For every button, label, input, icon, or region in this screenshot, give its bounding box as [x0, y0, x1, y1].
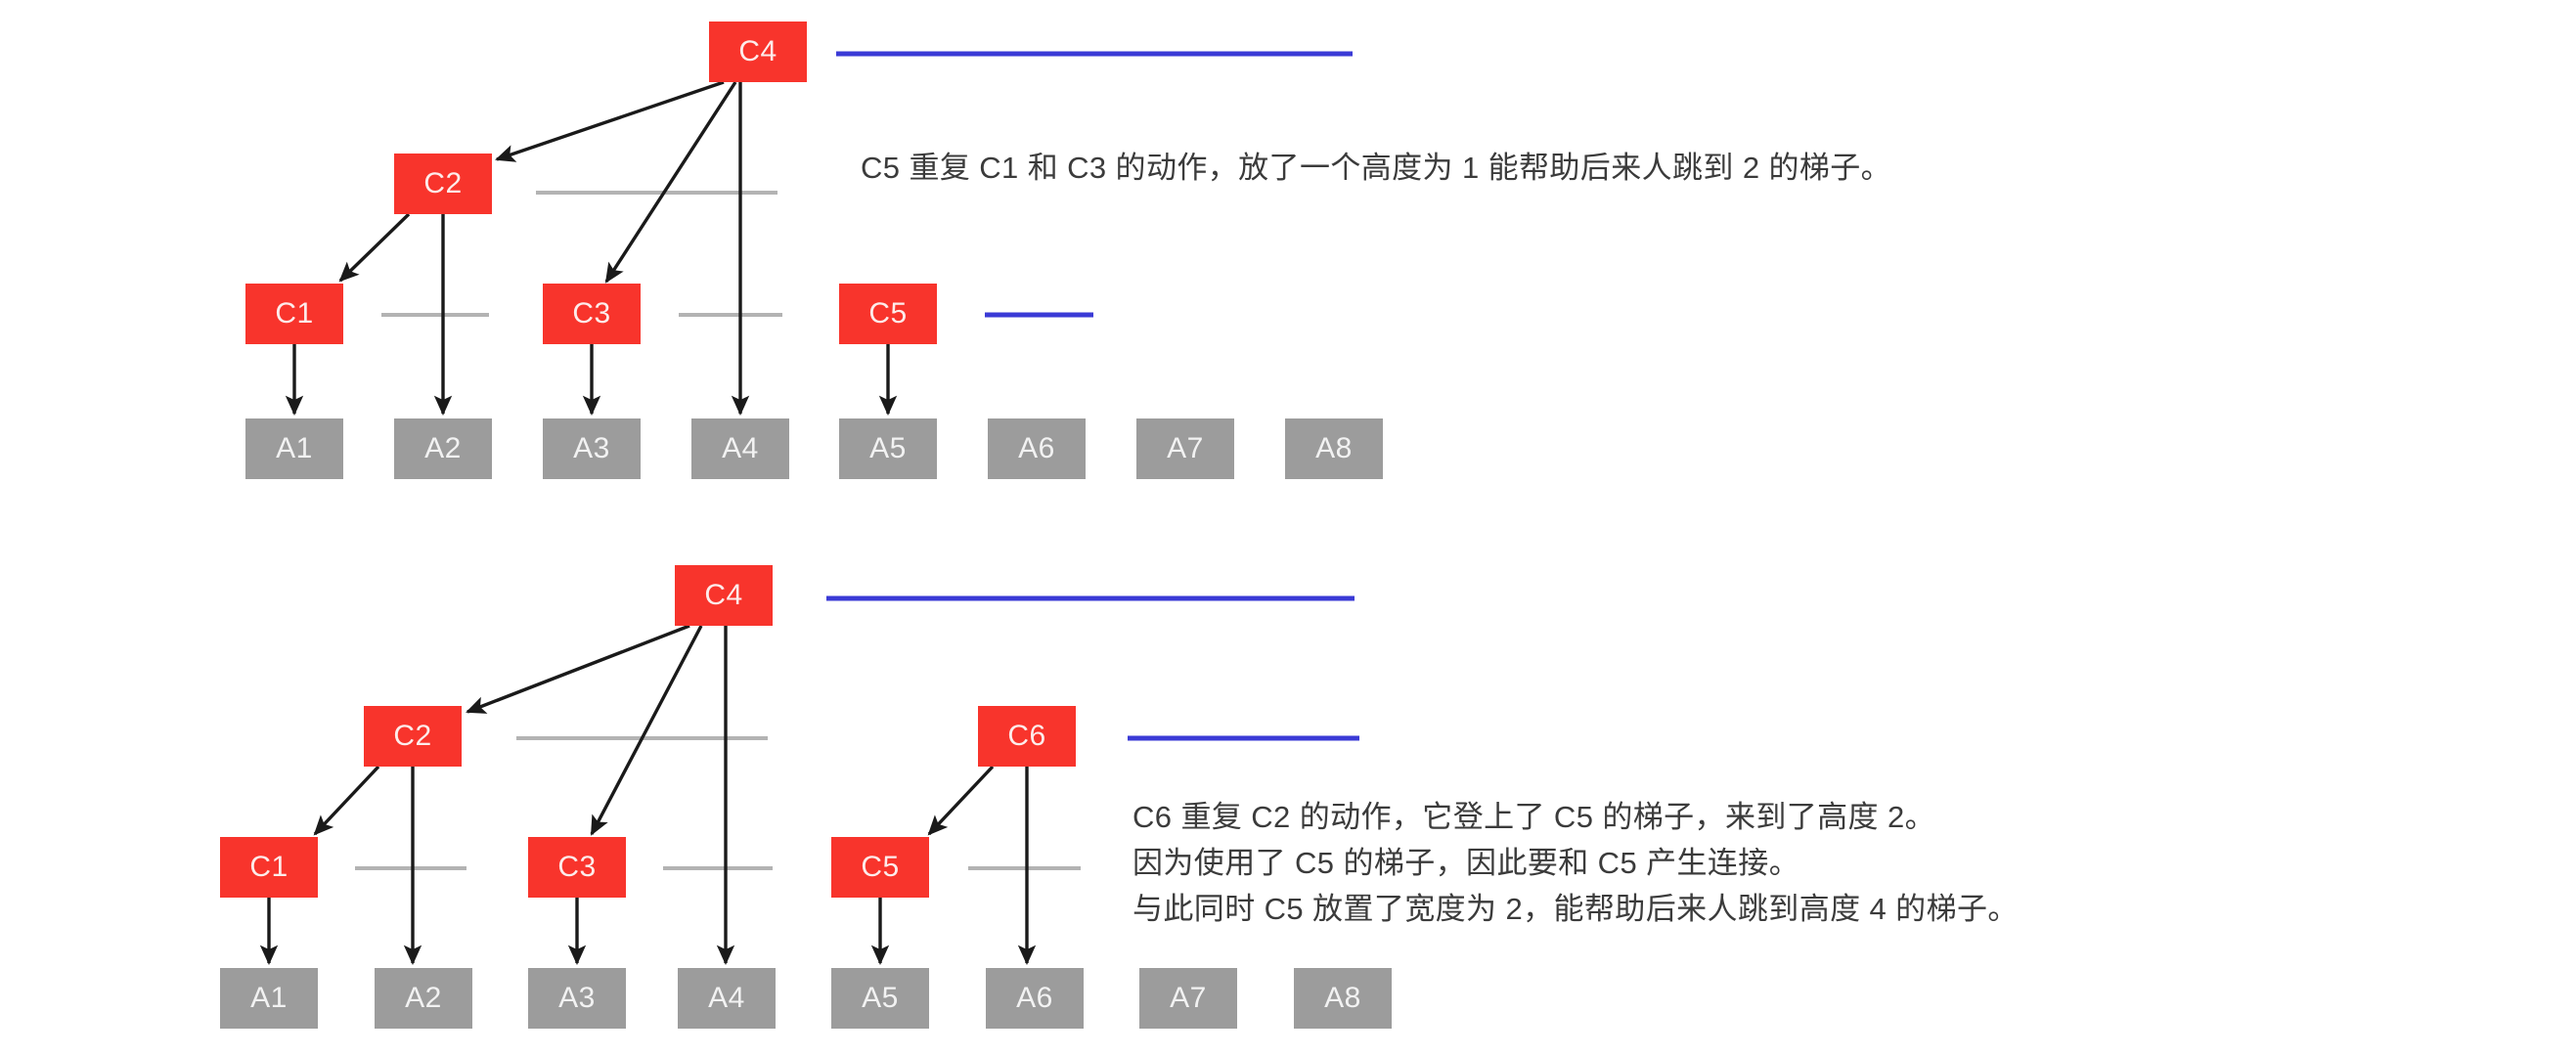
c-node-rect-C4-bottom	[675, 565, 773, 626]
a-node-rect-A1-top	[245, 418, 343, 479]
c-node-label-C2-bottom: C2	[393, 720, 431, 752]
c-node-C1-bottom: C1	[220, 837, 318, 898]
c-node-rect-C3-bottom	[528, 837, 626, 898]
edge-C4-to-C3-bottom	[590, 625, 703, 836]
c-node-label-C4-top: C4	[738, 35, 777, 67]
edge-C4-to-C2-top	[495, 80, 725, 162]
caption-top: C5 重复 C1 和 C3 的动作，放了一个高度为 1 能帮助后来人跳到 2 的…	[861, 151, 1892, 185]
a-node-A7-bottom: A7	[1139, 968, 1237, 1029]
a-node-rect-A6-bottom	[986, 968, 1084, 1029]
a-node-label-A6-bottom: A6	[1016, 982, 1053, 1014]
c-node-label-C5-top: C5	[868, 297, 907, 330]
a-node-label-A2-top: A2	[424, 432, 462, 464]
edges-group	[259, 80, 1037, 966]
a-node-rect-A7-top	[1136, 418, 1234, 479]
a-node-rect-A4-bottom	[678, 968, 776, 1029]
a-node-label-A8-top: A8	[1315, 432, 1353, 464]
a-node-rect-A8-top	[1285, 418, 1383, 479]
a-node-A8-bottom: A8	[1294, 968, 1392, 1029]
edge-C4-to-C2-bottom	[466, 624, 690, 714]
a-node-rect-A5-bottom	[831, 968, 929, 1029]
c-node-rect-C2-top	[394, 154, 492, 214]
c-node-rect-C2-bottom	[364, 706, 462, 767]
a-node-A3-top: A3	[543, 418, 641, 479]
a-node-rect-A5-top	[839, 418, 937, 479]
edge-C2-to-C1-bottom	[313, 765, 380, 836]
c-node-rect-C1-top	[245, 284, 343, 344]
c-node-C3-bottom: C3	[528, 837, 626, 898]
a-node-A5-bottom: A5	[831, 968, 929, 1029]
c-node-C2-bottom: C2	[364, 706, 462, 767]
a-node-label-A2-bottom: A2	[405, 982, 442, 1014]
c-node-C6-bottom: C6	[978, 706, 1076, 767]
a-node-label-A5-top: A5	[869, 432, 907, 464]
c-node-label-C1-bottom: C1	[249, 851, 288, 883]
c-node-rect-C5-bottom	[831, 837, 929, 898]
a-node-rect-A1-bottom	[220, 968, 318, 1029]
a-node-A5-top: A5	[839, 418, 937, 479]
a-node-A6-top: A6	[988, 418, 1086, 479]
edge-C2-to-C1-top	[338, 212, 411, 283]
a-node-A7-top: A7	[1136, 418, 1234, 479]
c-node-label-C2-top: C2	[423, 167, 462, 199]
a-node-A4-bottom: A4	[678, 968, 776, 1029]
c-node-rect-C5-top	[839, 284, 937, 344]
caption-bottom: C6 重复 C2 的动作，它登上了 C5 的梯子，来到了高度 2。因为使用了 C…	[1133, 794, 2019, 932]
a-node-rect-A3-top	[543, 418, 641, 479]
a-node-rect-A2-top	[394, 418, 492, 479]
c-node-rect-C4-top	[709, 22, 807, 82]
c-node-C5-bottom: C5	[831, 837, 929, 898]
a-node-label-A3-top: A3	[573, 432, 610, 464]
c-node-C1-top: C1	[245, 284, 343, 344]
c-node-label-C3-bottom: C3	[557, 851, 596, 883]
c-node-C3-top: C3	[543, 284, 641, 344]
c-node-label-C1-top: C1	[275, 297, 313, 330]
a-node-rect-A7-bottom	[1139, 968, 1237, 1029]
c-node-C2-top: C2	[394, 154, 492, 214]
ladder-lines-group	[355, 51, 1359, 870]
a-node-label-A6-top: A6	[1018, 432, 1055, 464]
a-node-label-A7-bottom: A7	[1170, 982, 1207, 1014]
a-node-label-A1-bottom: A1	[250, 982, 288, 1014]
a-node-A8-top: A8	[1285, 418, 1383, 479]
a-node-A6-bottom: A6	[986, 968, 1084, 1029]
c-node-rect-C3-top	[543, 284, 641, 344]
a-node-A1-bottom: A1	[220, 968, 318, 1029]
a-node-label-A7-top: A7	[1167, 432, 1204, 464]
edge-C6-to-C5-bottom	[927, 765, 995, 836]
a-node-A2-top: A2	[394, 418, 492, 479]
a-node-rect-A6-top	[988, 418, 1086, 479]
edge-C4-to-C3-top	[604, 81, 737, 284]
c-node-label-C4-bottom: C4	[704, 579, 742, 611]
c-node-label-C3-top: C3	[572, 297, 610, 330]
a-node-label-A3-bottom: A3	[558, 982, 596, 1014]
a-node-label-A4-bottom: A4	[708, 982, 745, 1014]
c-node-C5-top: C5	[839, 284, 937, 344]
a-node-rect-A4-top	[691, 418, 789, 479]
a-node-A3-bottom: A3	[528, 968, 626, 1029]
c-node-rect-C1-bottom	[220, 837, 318, 898]
c-node-label-C6-bottom: C6	[1007, 720, 1045, 752]
caption-bottom-line-2: 因为使用了 C5 的梯子，因此要和 C5 产生连接。	[1133, 846, 1800, 881]
a-node-rect-A2-bottom	[375, 968, 472, 1029]
caption-bottom-line-1: C6 重复 C2 的动作，它登上了 C5 的梯子，来到了高度 2。	[1133, 800, 1935, 834]
c-node-C4-top: C4	[709, 22, 807, 82]
caption-bottom-line-3: 与此同时 C5 放置了宽度为 2，能帮助后来人跳到高度 4 的梯子。	[1133, 892, 2019, 927]
a-node-label-A8-bottom: A8	[1324, 982, 1361, 1014]
a-node-rect-A3-bottom	[528, 968, 626, 1029]
a-node-label-A5-bottom: A5	[862, 982, 899, 1014]
c-node-rect-C6-bottom	[978, 706, 1076, 767]
a-node-A4-top: A4	[691, 418, 789, 479]
c-node-C4-bottom: C4	[675, 565, 773, 626]
a-node-label-A4-top: A4	[722, 432, 759, 464]
a-node-A1-top: A1	[245, 418, 343, 479]
a-node-label-A1-top: A1	[276, 432, 313, 464]
a-node-A2-bottom: A2	[375, 968, 472, 1029]
c-node-label-C5-bottom: C5	[861, 851, 899, 883]
a-node-rect-A8-bottom	[1294, 968, 1392, 1029]
